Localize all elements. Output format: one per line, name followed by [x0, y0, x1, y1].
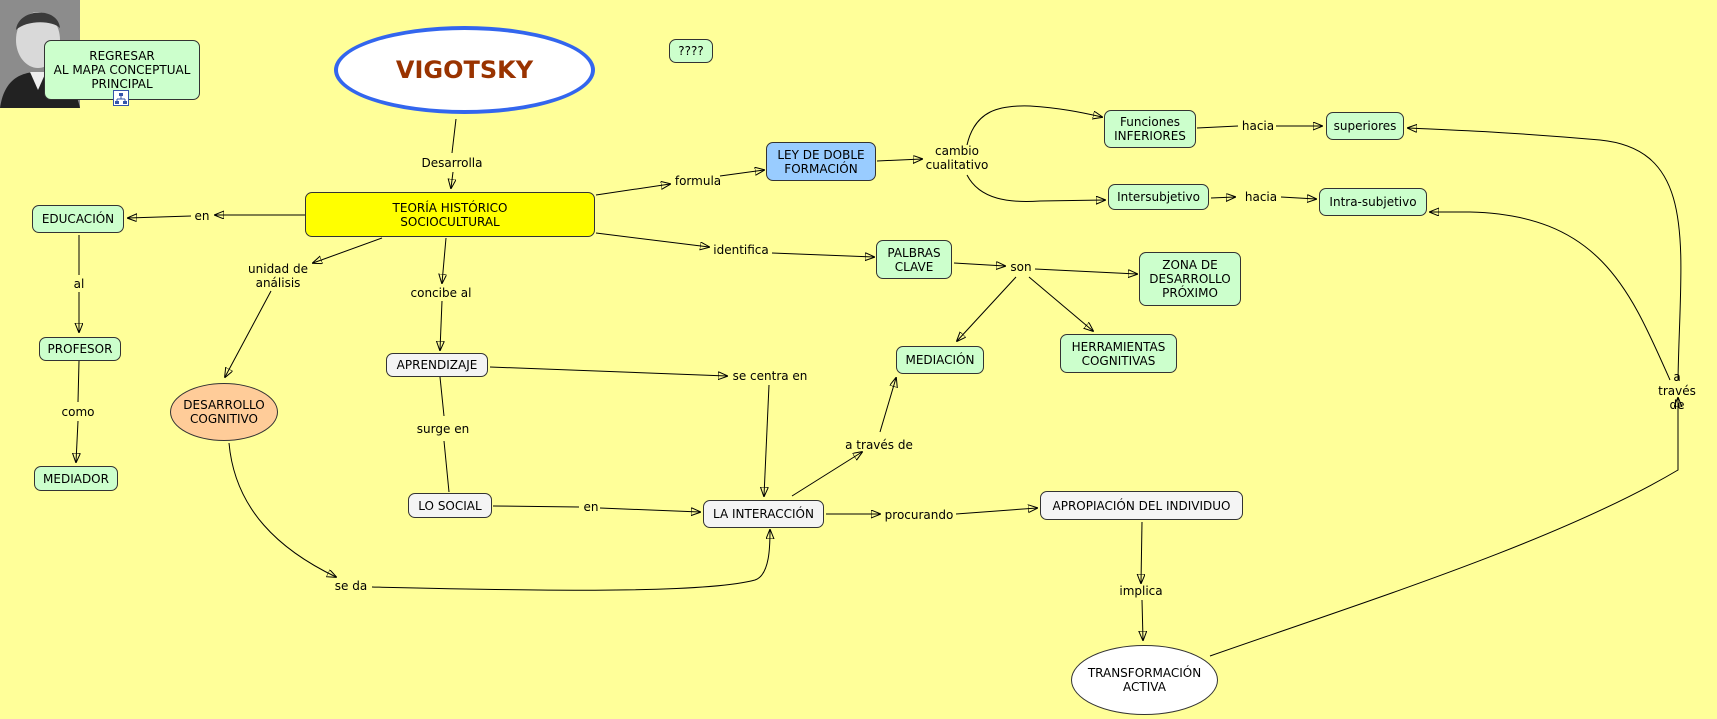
edge: [1210, 197, 1235, 198]
link-cambio-cualitativo: cambio cualitativo: [925, 144, 989, 172]
edge: [451, 171, 453, 188]
link-surge-en: surge en: [416, 422, 470, 436]
map-title-text: VIGOTSKY: [395, 56, 534, 84]
node-aprendizaje[interactable]: APRENDIZAJE: [386, 353, 488, 377]
map-title: VIGOTSKY: [334, 26, 595, 114]
node-lo-social[interactable]: LO SOCIAL: [408, 493, 492, 518]
link-en-educacion: en: [194, 209, 210, 223]
node-herramientas-cognitivas[interactable]: HERRAMIENTAS COGNITIVAS: [1060, 334, 1177, 373]
edge: [595, 232, 709, 247]
edge: [595, 184, 670, 196]
edge: [719, 170, 764, 177]
link-formula: formula: [674, 174, 722, 188]
node-interaccion[interactable]: LA INTERACCIÓN: [703, 500, 824, 528]
edge: [440, 300, 442, 350]
edge: [489, 366, 727, 376]
node-mediacion[interactable]: MEDIACIÓN: [896, 346, 984, 374]
edge: [599, 507, 700, 512]
edge: [791, 452, 862, 497]
edge: [1028, 276, 1093, 331]
node-intrasubjetivo[interactable]: Intra-subjetivo: [1319, 188, 1427, 216]
edge: [966, 174, 1105, 202]
node-superiores[interactable]: superiores: [1326, 112, 1404, 140]
link-concibe-al: concibe al: [410, 286, 472, 300]
link-hacia-intra: hacia: [1244, 190, 1278, 204]
edge: [1280, 197, 1316, 199]
node-zona-desarrollo-proximo[interactable]: ZONA DE DESARROLLO PRÓXIMO: [1139, 252, 1241, 306]
link-son: son: [1010, 260, 1032, 274]
node-apropiacion[interactable]: APROPIACIÓN DEL INDIVIDUO: [1040, 491, 1243, 520]
edge: [1034, 268, 1137, 274]
edge: [492, 505, 580, 508]
link-como: como: [61, 405, 95, 419]
node-transformacion-activa[interactable]: TRANSFORMACIÓN ACTIVA: [1071, 645, 1218, 715]
edge: [77, 360, 80, 403]
edge: [1142, 599, 1143, 640]
link-se-centra-en: se centra en: [732, 369, 808, 383]
edge: [879, 378, 896, 433]
node-mediador[interactable]: MEDIADOR: [34, 466, 118, 491]
edge: [1196, 125, 1239, 129]
edge: [957, 276, 1017, 341]
edge: [225, 290, 272, 377]
edge: [764, 384, 770, 496]
link-a-traves-de-mediacion: a través de: [845, 438, 913, 452]
link-identifica: identifica: [713, 243, 769, 257]
edge: [313, 237, 383, 263]
link-implica: implica: [1119, 584, 1163, 598]
edge: [451, 118, 457, 154]
link-se-da: se da: [334, 579, 368, 593]
concept-map-icon[interactable]: [113, 90, 129, 106]
edge: [443, 440, 450, 493]
edge: [76, 420, 78, 462]
node-funciones-inferiores[interactable]: Funciones INFERIORES: [1104, 110, 1196, 148]
edge: [876, 159, 922, 161]
edge: [439, 376, 445, 417]
link-procurando: procurando: [884, 508, 954, 522]
node-educacion[interactable]: EDUCACIÓN: [32, 205, 124, 233]
edge: [371, 530, 770, 591]
edge: [955, 508, 1037, 515]
edge: [128, 216, 192, 218]
edge: [1408, 128, 1682, 381]
link-desarrolla: Desarrolla: [421, 156, 483, 170]
node-palabras-clave[interactable]: PALBRAS CLAVE: [876, 240, 952, 279]
link-hacia-superiores: hacia: [1241, 119, 1275, 133]
link-a-traves-de-superiores: a través de: [1658, 370, 1696, 412]
node-profesor[interactable]: PROFESOR: [39, 337, 121, 361]
question-node[interactable]: ????: [669, 39, 713, 63]
edge: [966, 105, 1102, 146]
edge: [228, 442, 336, 577]
edge: [1430, 212, 1671, 381]
link-al: al: [73, 277, 85, 291]
edge: [1141, 521, 1142, 583]
node-teoria[interactable]: TEORÍA HISTÓRICO SOCIOCULTURAL: [305, 192, 595, 237]
node-ley-doble-formacion[interactable]: LEY DE DOBLE FORMACIÓN: [766, 142, 876, 181]
link-en-interaccion: en: [583, 500, 599, 514]
node-desarrollo-cognitivo[interactable]: DESARROLLO COGNITIVO: [170, 383, 278, 441]
edge: [442, 237, 446, 283]
edge: [1209, 398, 1678, 657]
node-intersubjetivo[interactable]: Intersubjetivo: [1108, 184, 1209, 210]
edge: [953, 263, 1005, 266]
edge: [771, 252, 874, 257]
link-unidad-analisis: unidad de análisis: [248, 262, 308, 290]
